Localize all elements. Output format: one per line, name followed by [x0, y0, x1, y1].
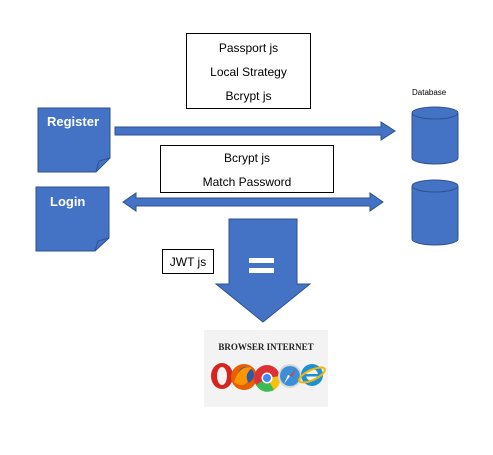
equals-sign-bottom — [249, 268, 274, 273]
browser-internet-image: BROWSER INTERNET — [204, 330, 328, 407]
browser-internet-title: BROWSER INTERNET — [218, 342, 314, 352]
passport-text-box: Passport js Local Strategy Bcrypt js — [186, 33, 311, 109]
equals-sign-top — [249, 258, 274, 263]
jwt-js-label: JWT js — [169, 255, 207, 269]
firefox-icon — [231, 364, 257, 390]
login-double-arrow — [122, 192, 384, 212]
passport-js-label: Passport js — [218, 41, 279, 55]
chrome-icon — [254, 365, 281, 392]
register-arrow — [114, 121, 396, 141]
bcrypt-js-label: Bcrypt js — [225, 89, 272, 103]
login-fold — [94, 237, 110, 252]
login-label: Login — [50, 194, 86, 209]
database-cylinder-bottom — [411, 179, 459, 246]
match-password-label: Match Password — [202, 175, 292, 189]
database-label: Database — [412, 88, 447, 97]
login-document — [35, 186, 110, 252]
register-document — [37, 107, 111, 173]
safari-icon — [278, 364, 302, 388]
internet-explorer-icon — [298, 364, 326, 386]
opera-icon — [211, 363, 233, 389]
jwt-text-box: JWT js — [162, 249, 214, 274]
database-cylinder-top — [411, 106, 459, 165]
local-strategy-label: Local Strategy — [210, 65, 287, 79]
bcrypt-js-label: Bcrypt js — [223, 151, 270, 165]
bcrypt-text-box: Bcrypt js Match Password — [160, 145, 334, 193]
register-label: Register — [47, 114, 100, 129]
register-fold — [95, 157, 111, 173]
